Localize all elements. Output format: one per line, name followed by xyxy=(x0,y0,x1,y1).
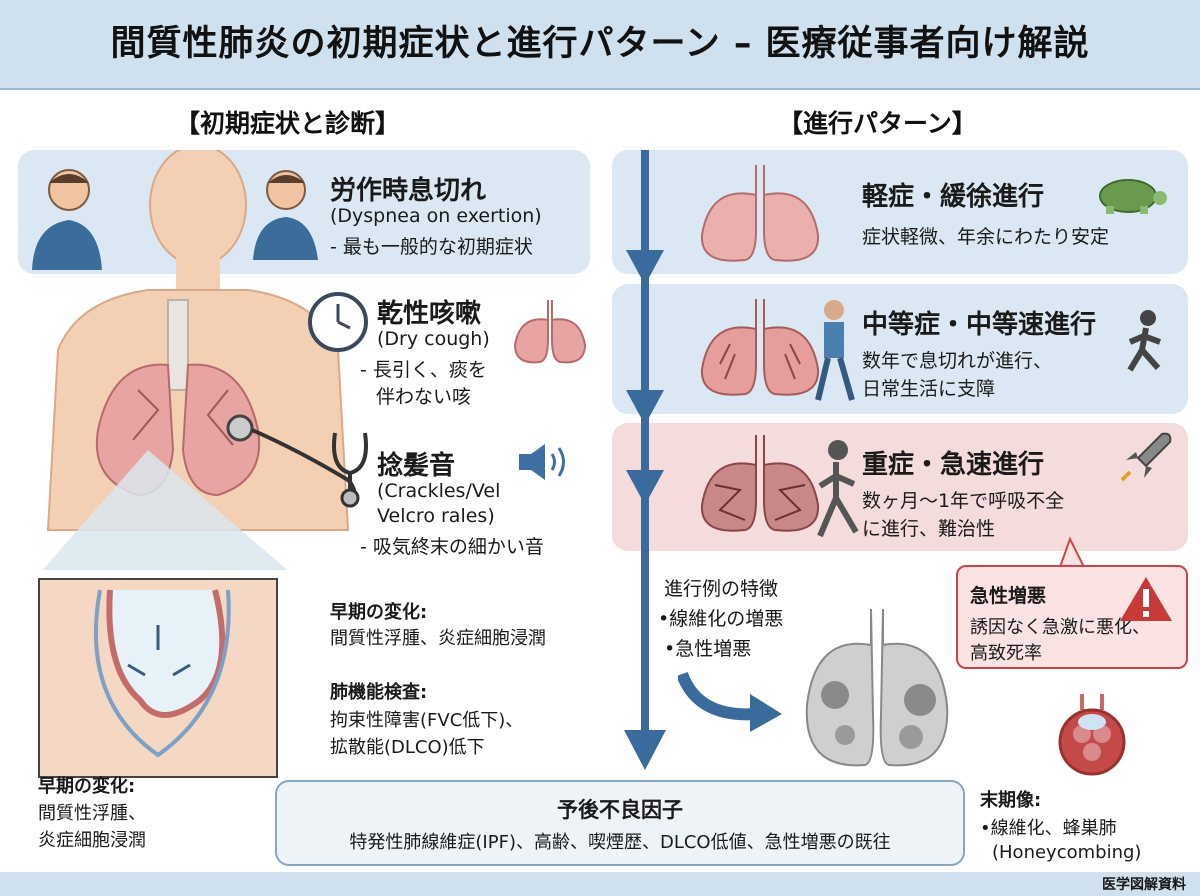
inset-label-title: 早期の変化: xyxy=(38,776,136,797)
page-title: 間質性肺炎の初期症状と進行パターン – 医療従事者向け解説 xyxy=(110,24,1090,64)
crackles-en2: Velcro rales) xyxy=(377,505,495,527)
exacerbation-callout: 急性増悪 誘因なく急激に悪化、 高致死率 xyxy=(956,565,1188,669)
moderate-lungs xyxy=(700,299,820,396)
features-item2: •急性増悪 xyxy=(664,638,752,660)
inset-label-line2: 炎症細胞浸潤 xyxy=(38,830,146,851)
crackles-desc: - 吸気終末の細かい音 xyxy=(360,536,544,558)
prognosis-desc: 特発性肺線維症(IPF)、高齢、喫煙歴、DLCO低値、急性増悪の既往 xyxy=(349,832,891,853)
pft-desc1: 拘束性障害(FVC低下)、 xyxy=(330,710,524,731)
prognosis-title: 予後不良因子 xyxy=(557,798,683,822)
endstage-line1: •線維化、蜂巣肺 xyxy=(980,818,1117,839)
left-section-title: 【初期症状と診断】 xyxy=(175,109,401,138)
footer-bar: 医学図解資料 xyxy=(0,872,1200,896)
walking-person-icon xyxy=(815,300,855,401)
dyspnea-en: (Dyspnea on exertion) xyxy=(330,205,542,227)
honeycomb-alveolus-icon xyxy=(1058,694,1126,776)
alveolus-diagram xyxy=(40,580,276,776)
crackles-title: 捻髪音 xyxy=(377,451,456,481)
severe-desc2: に進行、難治性 xyxy=(862,518,996,540)
clock-icon xyxy=(308,292,368,352)
warning-icon xyxy=(1120,577,1172,621)
early-change-desc: 間質性浮腫、炎症細胞浸潤 xyxy=(330,628,546,649)
dyspnea-title: 労作時息切れ xyxy=(330,176,487,206)
crackles-en1: (Crackles/Vel xyxy=(377,480,501,502)
stethoscope-icon xyxy=(332,432,368,508)
features-title: 進行例の特徴 xyxy=(664,578,779,600)
pft-desc2: 拡散能(DLCO)低下 xyxy=(330,737,485,758)
arrow-down-icon xyxy=(624,150,666,770)
footer-label: 医学図解資料 xyxy=(1102,877,1186,893)
person-coughing-icon xyxy=(32,169,102,270)
cough-desc2: 伴わない咳 xyxy=(376,386,472,408)
turtle-icon xyxy=(1099,179,1167,214)
small-lungs-icon xyxy=(513,300,587,364)
right-section-title: 【進行パターン】 xyxy=(778,109,977,138)
endstage-title: 末期像: xyxy=(980,790,1042,811)
curved-arrow-icon xyxy=(678,671,782,732)
early-change-title: 早期の変化: xyxy=(330,602,428,623)
dyspnea-desc: - 最も一般的な初期症状 xyxy=(330,236,533,258)
severe-desc1: 数ヶ月〜1年で呼吸不全 xyxy=(862,490,1065,512)
exacerbation-desc2: 高致死率 xyxy=(970,643,1042,664)
exacerbation-desc1: 誘因なく急激に悪化、 xyxy=(970,617,1150,638)
ct-scan-image xyxy=(805,608,949,767)
features-item1: •線維化の増悪 xyxy=(658,608,784,630)
pft-title: 肺機能検査: xyxy=(330,682,428,703)
moderate-desc2: 日常生活に支障 xyxy=(862,378,996,400)
header-bar: 間質性肺炎の初期症状と進行パターン – 医療従事者向け解説 xyxy=(0,0,1200,90)
cough-title: 乾性咳嗽 xyxy=(377,299,482,329)
endstage-line2: (Honeycombing) xyxy=(992,842,1142,863)
exacerbation-title: 急性増悪 xyxy=(970,585,1047,607)
mild-lungs xyxy=(700,165,820,262)
moderate-desc1: 数年で息切れが進行、 xyxy=(862,350,1053,372)
moderate-title: 中等症・中等速進行 xyxy=(862,310,1097,340)
person-coughing-icon-2 xyxy=(253,170,318,260)
running-person-icon xyxy=(1127,310,1162,372)
mild-desc: 症状軽微、年余にわたり安定 xyxy=(862,226,1110,248)
alveolus-inset xyxy=(38,578,278,778)
rocket-icon xyxy=(1120,432,1172,482)
speaker-icon xyxy=(519,444,565,480)
prognosis-box: 予後不良因子 特発性肺線維症(IPF)、高齢、喫煙歴、DLCO低値、急性増悪の既… xyxy=(275,780,965,866)
mild-title: 軽症・緩徐進行 xyxy=(862,182,1045,212)
running-person-icon-severe xyxy=(817,440,859,538)
cough-en: (Dry cough) xyxy=(377,328,490,350)
inset-label-line1: 間質性浮腫、 xyxy=(38,803,146,824)
severe-lungs xyxy=(700,435,820,532)
cough-desc1: - 長引く、痰を xyxy=(360,359,487,381)
severe-title: 重症・急速進行 xyxy=(862,450,1045,480)
